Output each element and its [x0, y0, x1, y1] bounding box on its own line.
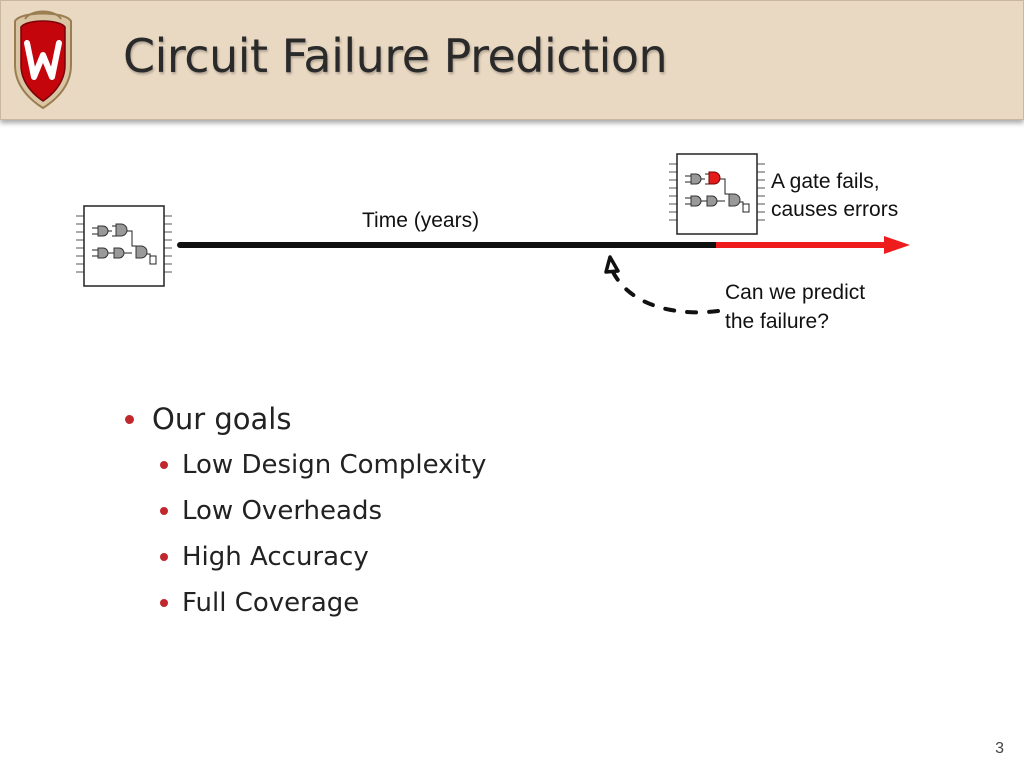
- timeline-label: Time (years): [362, 209, 479, 232]
- university-crest-icon: [14, 10, 72, 110]
- failure-timeline-diagram: Time (years) A gate fails, causes errors: [76, 153, 910, 333]
- slide-title: Circuit Failure Prediction: [123, 29, 668, 83]
- goal-item: Full Coverage: [122, 580, 486, 626]
- goals-list: Our goals Low Design Complexity Low Over…: [122, 396, 486, 626]
- timeline-arrowhead-icon: [884, 236, 910, 254]
- goal-item: Low Overheads: [122, 488, 486, 534]
- failed-gate-icon: [708, 171, 721, 185]
- goal-item: High Accuracy: [122, 534, 486, 580]
- failure-caption-line2: causes errors: [771, 198, 898, 221]
- healthy-chip-icon: [76, 205, 172, 287]
- prediction-dashed-arrow: [610, 268, 720, 315]
- goals-heading: Our goals: [122, 396, 486, 442]
- failure-caption-line1: A gate fails,: [771, 170, 880, 193]
- slide-header: Circuit Failure Prediction: [0, 0, 1024, 120]
- question-line1: Can we predict: [725, 281, 865, 304]
- goal-item: Low Design Complexity: [122, 442, 486, 488]
- prediction-arrowhead-icon: [604, 255, 620, 274]
- failed-chip-icon: [669, 153, 765, 235]
- page-number: 3: [995, 740, 1004, 757]
- question-line2: the failure?: [725, 310, 829, 333]
